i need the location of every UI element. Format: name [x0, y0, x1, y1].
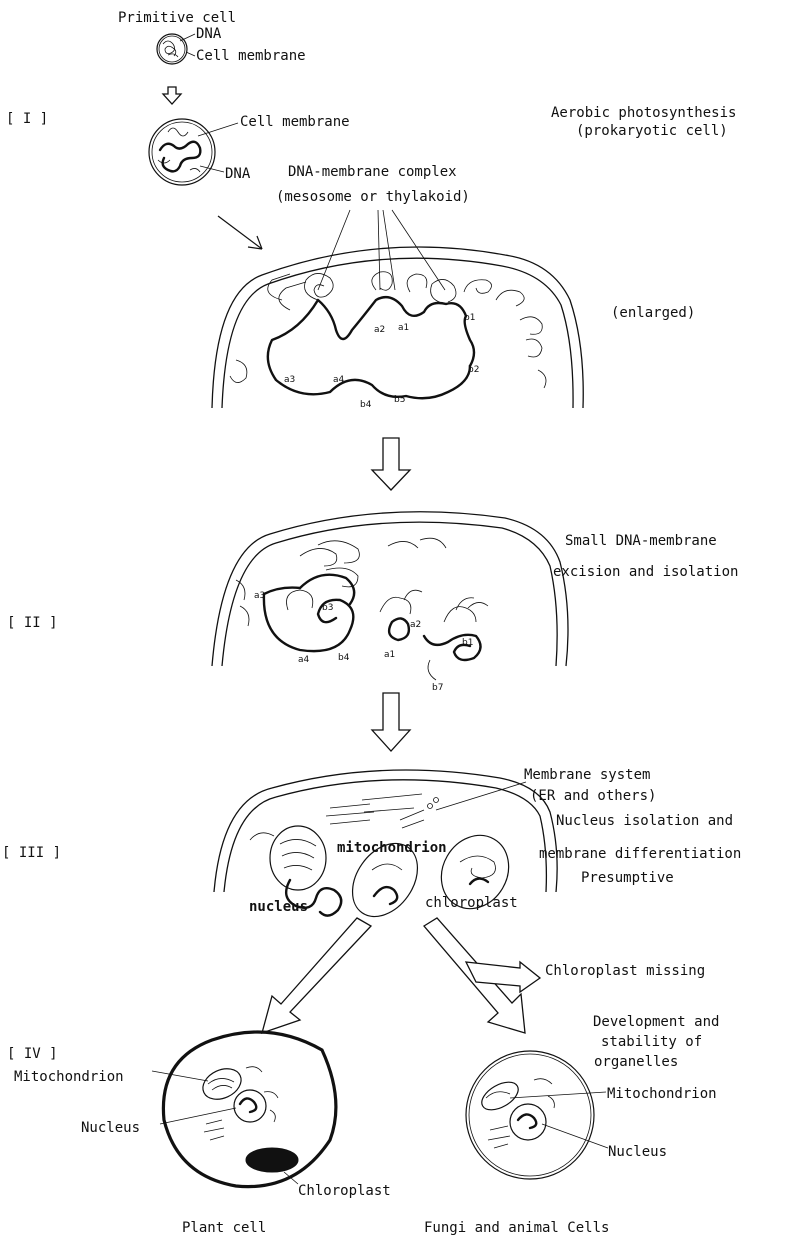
plant-mitochondrion-label: Mitochondrion — [14, 1069, 124, 1085]
site-label: b5 — [394, 395, 405, 405]
animal-cell — [466, 1051, 594, 1179]
plant-chloroplast-label: Chloroplast — [298, 1183, 391, 1199]
site-label: b1 — [464, 313, 475, 323]
stage-iv-label: [ IV ] — [7, 1046, 58, 1062]
chloroplast-missing-label: Chloroplast missing — [545, 963, 705, 979]
site-label: b2 — [468, 365, 479, 375]
site-label: a3 — [284, 375, 295, 385]
site-label: b1 — [462, 638, 473, 648]
dna-label-2: DNA — [225, 166, 251, 182]
complex-label-line2: (mesosome or thylakoid) — [276, 189, 470, 205]
stage-i-cell — [149, 119, 215, 185]
plant-mitochondrion-pointer — [152, 1071, 208, 1081]
plant-nucleus-pointer — [160, 1108, 236, 1124]
site-label: b4 — [338, 653, 350, 663]
nucleus-label: nucleus — [249, 899, 308, 915]
animal-nucleus-pointer — [542, 1124, 608, 1148]
site-label: a1 — [398, 323, 409, 333]
primitive-cell-label: Primitive cell — [118, 10, 236, 26]
dna-label: DNA — [196, 26, 222, 42]
animal-nucleus-label: Nucleus — [608, 1144, 667, 1160]
plant-cell — [163, 1032, 336, 1187]
stage-iii-label: [ III ] — [2, 845, 61, 861]
enlarged-label: (enlarged) — [611, 305, 695, 321]
site-label: a1 — [384, 650, 395, 660]
complex-label-line1: DNA-membrane complex — [288, 164, 457, 180]
isolation-label-line2: membrane differentiation — [539, 846, 741, 862]
aerobic-label-line2: (prokaryotic cell) — [576, 123, 728, 139]
development-label-line2: stability of — [601, 1034, 702, 1050]
membrane-pointer — [186, 52, 195, 56]
big-down-arrow-2 — [372, 693, 410, 751]
excision-label-line2: excision and isolation — [553, 564, 738, 580]
excision-label-line1: Small DNA-membrane — [565, 533, 717, 549]
aerobic-label-line1: Aerobic photosynthesis — [551, 105, 736, 121]
chloroplast-label: chloroplast — [425, 895, 518, 911]
plant-cell-label: Plant cell — [182, 1220, 266, 1236]
development-label-line1: Development and — [593, 1014, 719, 1030]
membrane-pointer-2 — [198, 123, 238, 136]
site-label: b4 — [360, 400, 372, 410]
site-label: a4 — [333, 375, 345, 385]
primitive-cell — [157, 34, 187, 64]
plant-nucleus-label: Nucleus — [81, 1120, 140, 1136]
site-label: b3 — [322, 603, 333, 613]
stage-i-label: [ I ] — [6, 111, 48, 127]
cell-membrane-label: Cell membrane — [196, 48, 306, 64]
site-label: a3 — [254, 591, 265, 601]
site-label: a4 — [298, 655, 310, 665]
membrane-system-label: Membrane system — [524, 767, 650, 783]
site-label: b7 — [432, 683, 443, 693]
diagonal-arrow — [218, 216, 262, 249]
mitochondrion-label: mitochondrion — [337, 840, 447, 856]
small-down-arrow — [163, 87, 181, 104]
site-label: a2 — [374, 325, 385, 335]
er-others-label: (ER and others) — [530, 788, 656, 804]
stage-ii-label: [ II ] — [7, 615, 58, 631]
big-down-arrow-1 — [372, 438, 410, 490]
site-label: a2 — [410, 620, 421, 630]
presumptive-label: Presumptive — [581, 870, 674, 886]
development-label-line3: organelles — [594, 1054, 678, 1070]
branch-arrow-plant — [262, 918, 371, 1033]
cell-membrane-label-2: Cell membrane — [240, 114, 350, 130]
isolation-label-line1: Nucleus isolation and — [556, 813, 733, 829]
animal-cells-label: Fungi and animal Cells — [424, 1220, 609, 1236]
animal-mitochondrion-label: Mitochondrion — [607, 1086, 717, 1102]
